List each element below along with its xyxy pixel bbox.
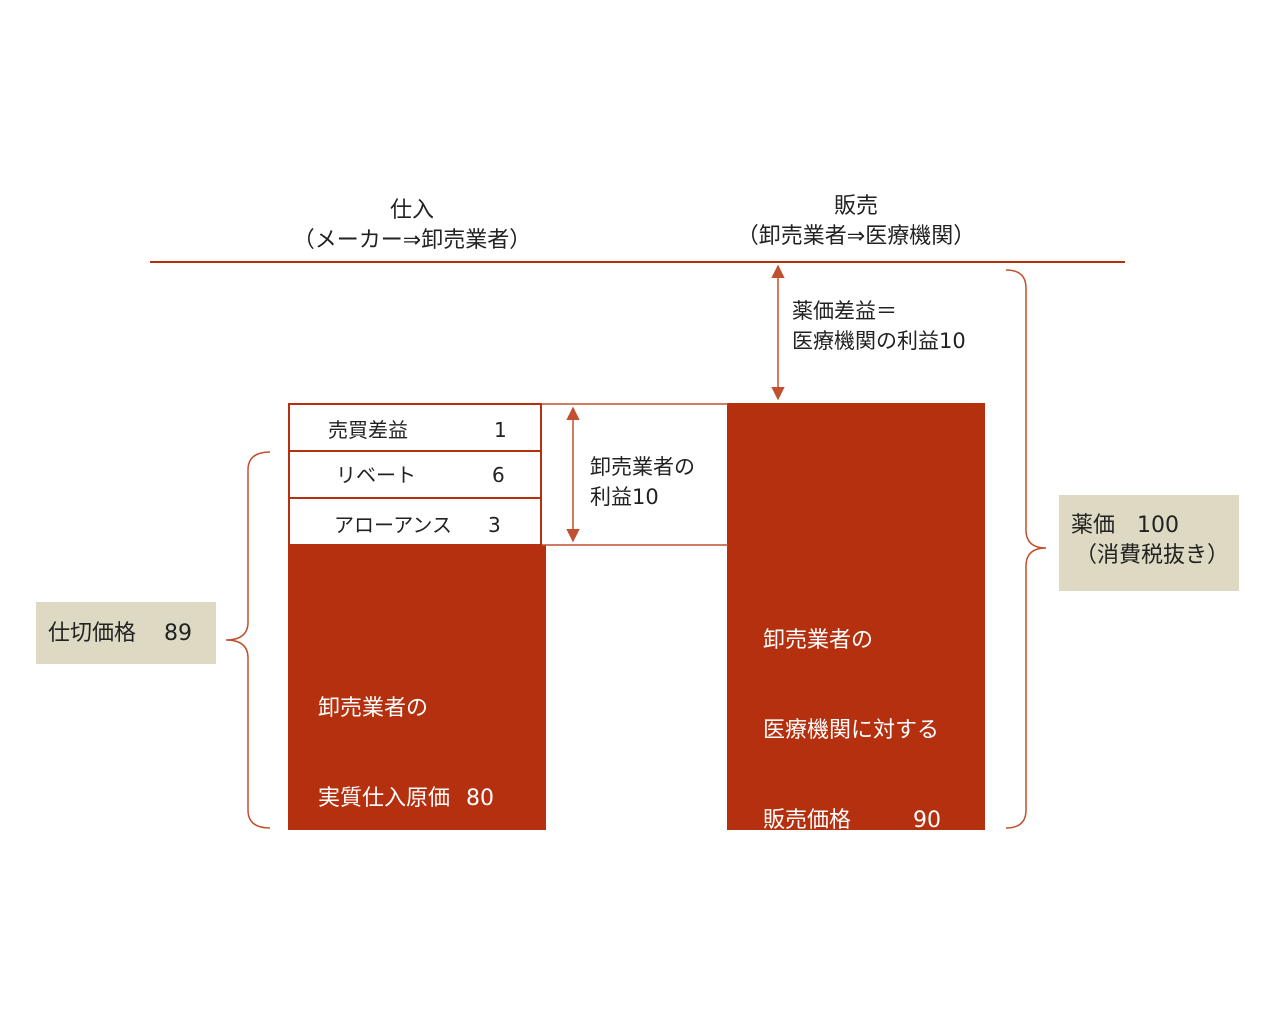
selling-price-line1: 卸売業者の <box>763 628 874 653</box>
hospital-profit-line2: 医療機関の利益10 <box>792 329 966 353</box>
list-price-callout: 薬価 100 （消費税抜き） <box>1059 495 1239 591</box>
invoice-price-value: 89 <box>164 621 192 646</box>
list-price-line <box>150 261 1125 263</box>
margin-cell-allowance: アローアンス 3 <box>288 497 542 546</box>
wholesaler-profit-note: 卸売業者の 利益10 <box>590 452 695 512</box>
margin-label: リベート <box>336 463 416 487</box>
margin-value: 1 <box>494 418 507 442</box>
invoice-price-callout: 仕切価格 89 <box>36 602 216 664</box>
margin-label: 売買差益 <box>328 418 408 442</box>
selling-price-text: 卸売業者の 医療機関に対する 販売価格 90 <box>763 566 941 866</box>
list-price-line1: 薬価 100 <box>1071 513 1179 538</box>
actual-cost-value: 80 <box>466 786 495 811</box>
invoice-price-brace <box>225 451 271 829</box>
wholesaler-profit-line2: 利益10 <box>590 485 659 509</box>
list-price-brace <box>1005 269 1047 829</box>
margin-cell-rebate: リベート 6 <box>288 450 542 499</box>
margin-value: 3 <box>488 513 501 537</box>
sales-header: 販売 （卸売業者⇒医療機関） <box>706 192 1006 252</box>
selling-price-line2: 医療機関に対する <box>763 718 940 743</box>
invoice-price-label: 仕切価格 <box>48 621 137 646</box>
selling-price-line3: 販売価格 <box>763 808 852 833</box>
purchase-subtitle: （メーカー⇒卸売業者） <box>292 228 532 253</box>
selling-price-bar <box>727 403 985 830</box>
sales-title: 販売 <box>833 194 878 219</box>
margin-value: 6 <box>492 463 505 487</box>
actual-cost-line2: 実質仕入原価 <box>318 786 451 811</box>
list-price-line2: （消費税抜き） <box>1075 543 1230 568</box>
actual-cost-line1: 卸売業者の <box>318 696 429 721</box>
actual-cost-bar <box>288 545 546 830</box>
margin-cell-trading: 売買差益 1 <box>288 403 542 452</box>
margin-label: アローアンス <box>334 513 452 537</box>
wholesaler-profit-line1: 卸売業者の <box>590 455 695 479</box>
selling-price-value: 90 <box>913 808 942 833</box>
actual-cost-line2-row: 実質仕入原価 80 <box>318 784 494 814</box>
selling-price-line3-row: 販売価格 90 <box>763 806 941 836</box>
hospital-profit-note: 薬価差益＝ 医療機関の利益10 <box>792 296 966 356</box>
sales-subtitle: （卸売業者⇒医療機関） <box>736 224 976 249</box>
purchase-header: 仕入 （メーカー⇒卸売業者） <box>262 196 562 256</box>
purchase-title: 仕入 <box>389 198 434 223</box>
hospital-profit-line1: 薬価差益＝ <box>792 299 897 323</box>
actual-cost-text: 卸売業者の 実質仕入原価 80 <box>318 634 494 844</box>
